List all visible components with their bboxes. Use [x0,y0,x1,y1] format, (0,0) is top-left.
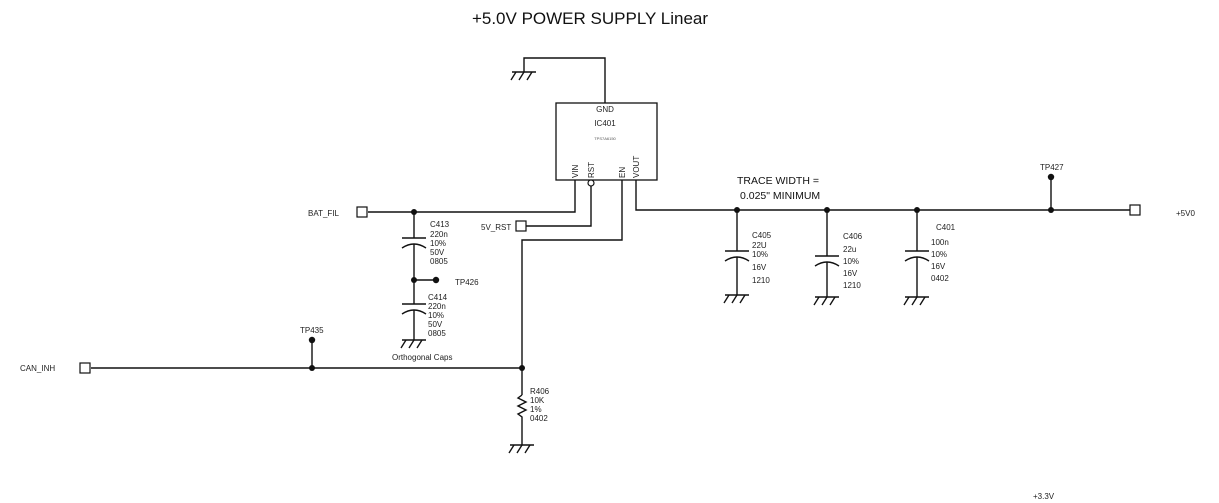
net-5v0: +5V0 [1176,209,1195,218]
net-bat-fil: BAT_FIL [308,209,340,218]
net-can-inh: CAN_INH [20,364,55,373]
svg-text:10%: 10% [752,250,768,259]
svg-text:10%: 10% [843,257,859,266]
svg-text:0402: 0402 [530,414,548,423]
trace-width-note-2: 0.025" MINIMUM [740,190,820,202]
svg-text:16V: 16V [931,262,946,271]
svg-text:1%: 1% [530,405,542,414]
svg-text:1210: 1210 [843,281,861,290]
svg-text:1210: 1210 [752,276,770,285]
svg-text:C405: C405 [752,231,772,240]
pin-gnd-label: GND [596,105,614,114]
svg-text:22u: 22u [843,245,856,254]
svg-text:22U: 22U [752,241,767,250]
pin-vout: VOUT [632,156,641,178]
tp427-label: TP427 [1040,163,1064,172]
trace-width-note: TRACE WIDTH = [737,175,819,187]
svg-text:R406: R406 [530,387,550,396]
net-3v3: +3.3V [1033,492,1055,501]
tp426-label: TP426 [455,278,479,287]
svg-text:0805: 0805 [428,329,446,338]
net-5v-rst: 5V_RST [481,223,511,232]
pin-en: EN [618,167,627,178]
capacitor-c405: C405 22U 10% 16V 1210 [723,207,772,304]
svg-text:C401: C401 [936,223,956,232]
capacitor-c406: C406 22u 10% 16V 1210 [813,207,863,306]
svg-text:C406: C406 [843,232,863,241]
svg-text:10K: 10K [530,396,545,405]
pin-vin: VIN [571,164,580,178]
svg-text:220n: 220n [428,302,446,311]
tp435-label: TP435 [300,326,324,335]
ground-icon [400,339,427,349]
ic-ref: IC401 [594,119,616,128]
svg-text:16V: 16V [752,263,767,272]
svg-text:50V: 50V [430,248,445,257]
r406-labels: R406 10K 1% 0402 [530,387,550,423]
ic401: GND IC401 TPS7A6150 VIN RST EN VOUT [555,102,658,181]
svg-text:0402: 0402 [931,274,949,283]
svg-text:C414: C414 [428,293,448,302]
svg-text:220n: 220n [430,230,448,239]
svg-text:50V: 50V [428,320,443,329]
ic-part: TPS7A6150 [594,136,616,141]
port-can-inh [79,362,91,374]
orthogonal-caps-label: Orthogonal Caps [392,353,452,362]
ground-icon [510,71,537,81]
c414-labels: C414 220n 10% 50V 0805 [428,293,448,338]
port-5v-rst [515,220,527,232]
c413-labels: C413 220n 10% 50V 0805 [430,220,450,266]
svg-text:16V: 16V [843,269,858,278]
svg-text:10%: 10% [428,311,444,320]
port-bat-fil [356,206,368,218]
svg-text:C413: C413 [430,220,450,229]
ground-icon [508,444,535,454]
pin-rst: RST [587,162,596,178]
capacitor-c401: C401 100n 10% 16V 0402 [903,207,956,306]
port-5v0 [1129,204,1141,216]
svg-text:0805: 0805 [430,257,448,266]
svg-text:10%: 10% [931,250,947,259]
svg-text:10%: 10% [430,239,446,248]
svg-text:100n: 100n [931,238,949,247]
page-title: +5.0V POWER SUPPLY Linear [472,9,708,28]
